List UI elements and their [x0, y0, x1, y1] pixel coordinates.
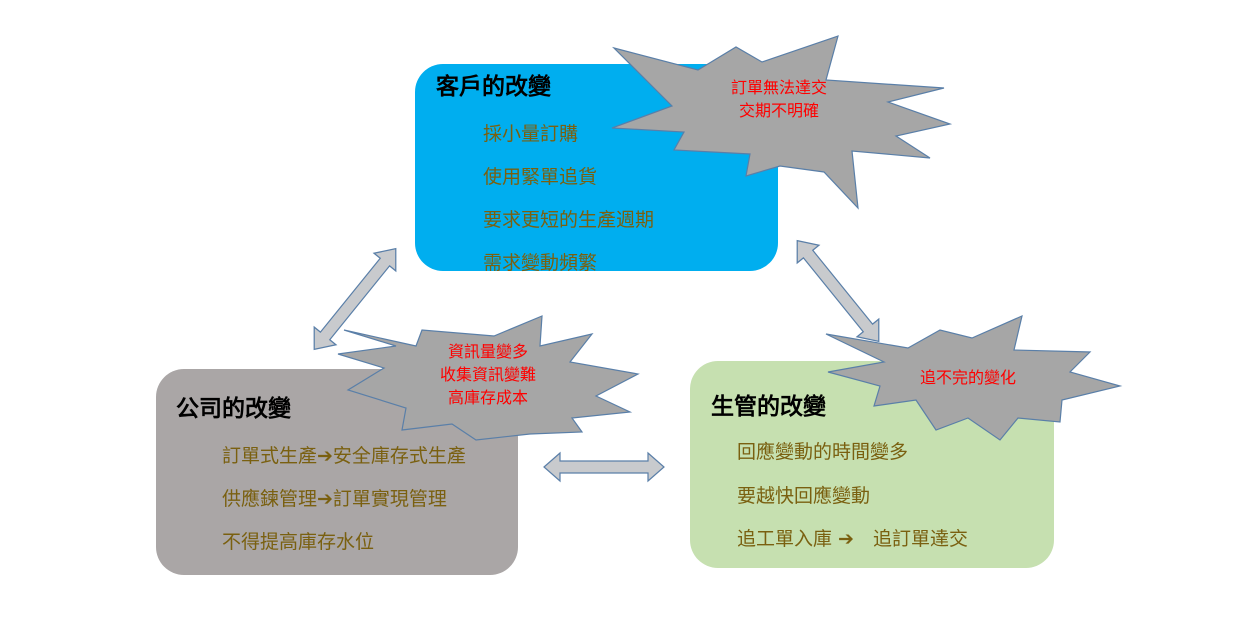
customer-problem-burst — [611, 35, 953, 210]
production-control-item: 回應變動的時間變多 — [737, 441, 909, 463]
customer-problem-text: 訂單無法達交 交期不明確 — [719, 76, 839, 122]
production-control-title: 生管的改變 — [711, 394, 826, 420]
company-problem-line: 資訊量變多 — [447, 342, 528, 361]
company-problem-burst — [337, 315, 640, 441]
company-change-title: 公司的改變 — [176, 396, 291, 422]
company-item: 不得提高庫存水位 — [222, 531, 375, 553]
company-problem-line: 收集資訊變難 — [439, 365, 536, 384]
company-item: 供應鍊管理➔訂單實現管理 — [222, 488, 447, 510]
company-item: 訂單式生產➔安全庫存式生產 — [222, 445, 466, 467]
company-problem-line: 高庫存成本 — [447, 388, 528, 407]
production-control-item: 要越快回應變動 — [737, 485, 871, 507]
customer-item: 要求更短的生產週期 — [483, 209, 655, 231]
production-control-problem-line: 追不完的變化 — [919, 368, 1016, 387]
customer-problem-line: 交期不明確 — [738, 101, 819, 120]
production-control-problem-burst — [825, 314, 1123, 441]
customer-item: 採小量訂購 — [483, 123, 579, 145]
customer-item: 需求變動頻繁 — [483, 252, 598, 274]
customer-change-title: 客戶的改變 — [436, 74, 551, 100]
company-problem-text: 資訊量變多 收集資訊變難 高庫存成本 — [428, 340, 548, 409]
production-control-problem-text: 追不完的變化 — [908, 366, 1028, 389]
customer-problem-line: 訂單無法達交 — [730, 78, 827, 97]
customer-item: 使用緊單追貨 — [483, 166, 598, 188]
production-control-item: 追工單入庫 ➔ 追訂單達交 — [737, 528, 968, 550]
